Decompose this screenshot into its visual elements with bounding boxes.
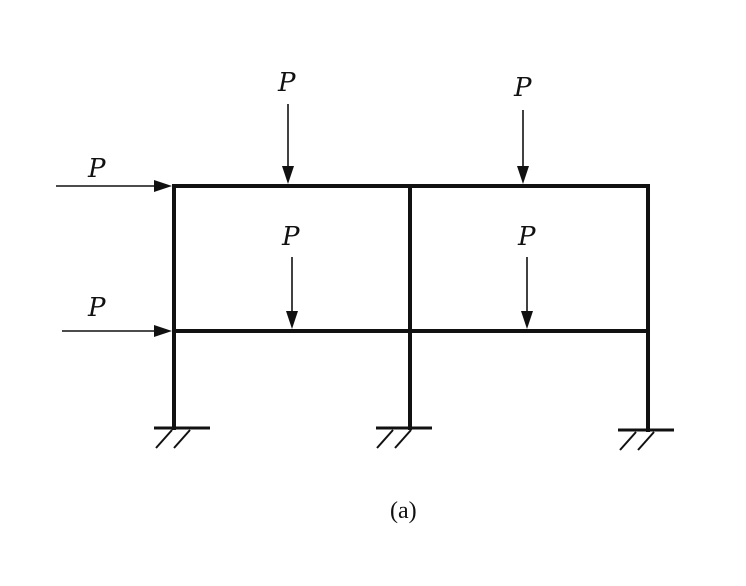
vertical-load-lower-left: P (281, 222, 300, 329)
arrow-head (517, 166, 529, 184)
hatch-line (619, 431, 637, 451)
frame-members (172, 184, 650, 432)
load-label: P (87, 293, 106, 323)
hatch-line (637, 431, 655, 451)
hatch-line (173, 429, 191, 449)
hatch-line (394, 429, 412, 449)
fixed-support-right (618, 428, 674, 451)
load-label: P (87, 154, 106, 184)
horizontal-load-lower: P (62, 293, 172, 337)
arrow-head (282, 166, 294, 184)
hatch-line (376, 429, 394, 449)
load-label: P (517, 222, 536, 252)
arrow-head (154, 180, 172, 192)
arrow-head (521, 311, 533, 329)
fixed-support-left (154, 426, 210, 449)
load-label: P (513, 73, 532, 103)
fixed-support-middle (376, 426, 432, 449)
vertical-load-lower-right: P (517, 222, 536, 329)
figure-caption: (a) (390, 498, 417, 524)
load-label: P (277, 68, 296, 98)
horizontal-load-top: P (56, 154, 172, 192)
hatch-line (155, 429, 173, 449)
vertical-load-top-left: P (277, 68, 296, 184)
arrow-head (154, 325, 172, 337)
arrow-head (286, 311, 298, 329)
vertical-load-top-right: P (513, 73, 532, 184)
load-label: P (281, 222, 300, 252)
